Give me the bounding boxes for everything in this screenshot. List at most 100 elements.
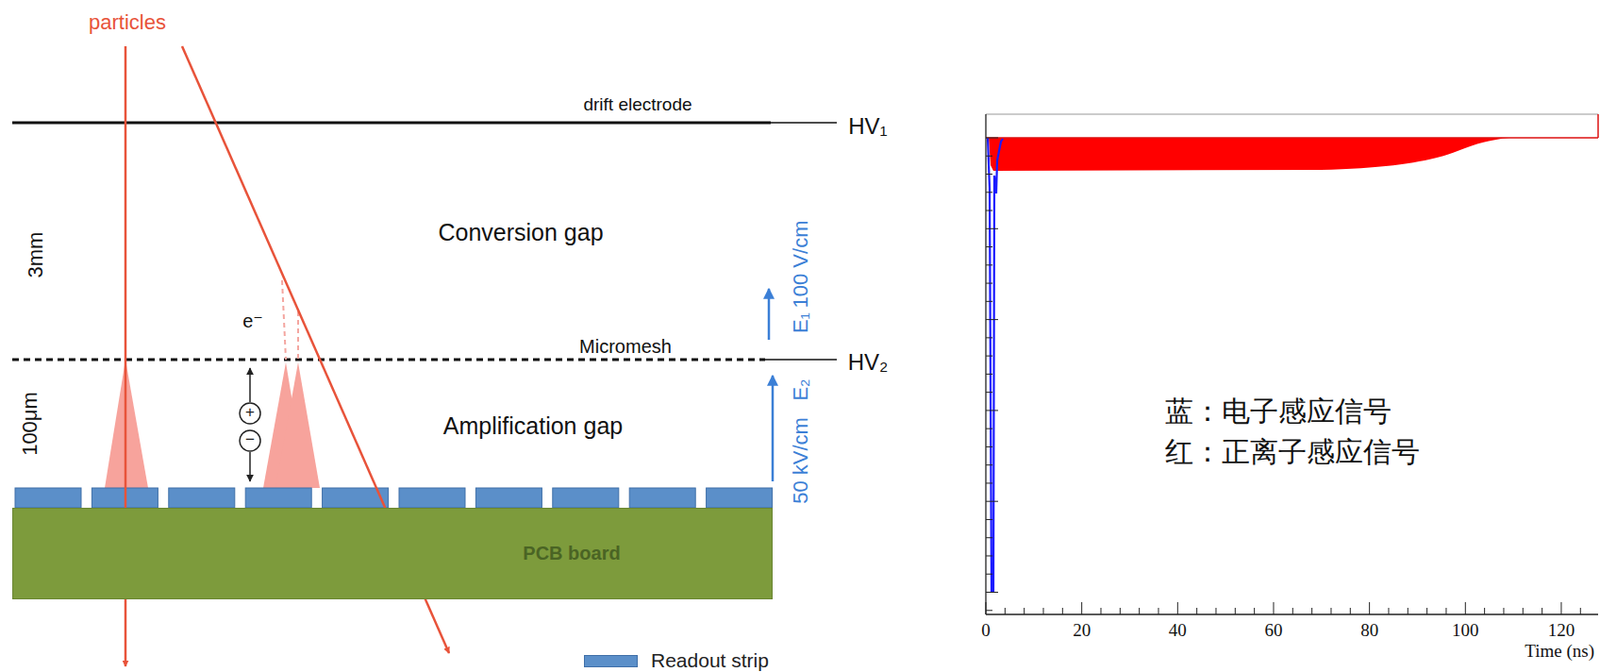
y-tick [985,300,993,302]
plot-frame [985,114,1599,116]
x-tick [985,601,987,615]
y-tick [985,173,993,175]
x-tick [1426,607,1428,615]
electron-signal [987,137,1003,592]
y-tick [985,336,993,338]
y-tick [985,409,999,411]
x-tick [1023,607,1025,615]
y-tick [985,264,993,266]
y-tick [985,355,993,357]
mesh-label: Micromesh [579,335,672,357]
dimension-label: 100μm [18,391,42,456]
x-axis [985,613,1599,615]
x-tick [1560,601,1562,615]
field-value: 50 kV/cm [789,416,813,504]
electron-label: e⁻ [242,310,264,332]
x-tick [1445,607,1447,615]
x-tick [1541,607,1543,615]
region-label: Conversion gap [437,219,603,247]
hv-wire [770,121,837,123]
y-tick [985,500,999,502]
readout-strip [15,487,82,508]
x-tick [1368,601,1370,615]
tick-label: 100 [1451,620,1480,641]
readout-strip [168,487,235,508]
y-tick [985,554,993,556]
electrode-label: drift electrode [583,95,692,116]
x-tick [1196,607,1198,615]
x-tick [1407,607,1409,615]
x-tick [1387,607,1389,615]
readout-strip [475,487,542,508]
legend-entry: Readout strip [583,649,769,672]
pcb-board: PCB board [12,507,773,600]
y-tick [985,428,993,430]
y-tick [985,318,999,320]
x-tick [1138,607,1140,615]
ion-symbol [239,402,261,424]
avalanche [275,362,320,488]
voltage-label: HV₁ [848,114,887,139]
x-tick [1042,607,1044,615]
field-value: 100 V/cm [789,220,813,309]
x-tick [1157,607,1159,615]
readout-strip [552,487,619,508]
tick-label: 0 [981,620,991,641]
y-axis [984,114,986,615]
y-tick [985,210,993,212]
electron-symbol [239,430,261,451]
baseline [985,136,1599,139]
electron-sign: − [245,431,255,450]
axis-title: Time (ns) [1524,641,1595,662]
tick-label: 20 [1072,620,1091,641]
y-tick [985,137,999,139]
x-tick [1311,607,1313,615]
readout-strip [629,487,696,508]
readout-strips [15,487,773,508]
x-tick [1522,607,1524,615]
x-tick [1100,607,1101,615]
tick-label: 40 [1168,620,1187,641]
y-tick [985,609,993,611]
x-tick [1350,607,1351,615]
x-tick [1272,601,1274,615]
region-label: Amplification gap [443,413,623,440]
readout-strip [399,487,466,508]
x-tick [1253,607,1255,615]
x-tick [1234,607,1236,615]
y-tick [985,155,993,157]
y-tick [985,591,999,593]
y-tick [985,536,993,538]
x-tick [1177,601,1179,615]
legend-text: Readout strip [650,649,769,672]
y-tick [985,482,993,484]
legend-swatch [583,654,638,667]
y-tick [985,228,999,230]
y-tick [985,283,993,284]
electron-drift [282,280,286,360]
ion-sign: + [245,403,255,422]
tick-label: 80 [1360,620,1379,641]
x-tick [1502,607,1504,615]
x-tick [1483,607,1485,615]
y-tick [985,518,993,520]
plot-frame [1597,114,1600,138]
drift-arrow [249,367,251,402]
x-tick [1062,607,1064,615]
legend-note: 红：正离子感应信号 [1165,435,1420,467]
x-tick [1004,607,1006,615]
voltage-label: HV₂ [848,350,889,375]
y-tick [985,464,993,466]
dimension-label: 3mm [24,232,48,279]
field-arrow [771,375,775,482]
readout-strip [706,487,773,508]
ion-signal [988,137,1510,171]
field-label: E₁ [789,312,813,334]
y-tick [985,573,993,575]
x-tick [1330,607,1332,615]
hv-wire [765,358,837,360]
x-tick [1081,601,1083,615]
readout-strip [245,487,312,508]
x-tick [1580,607,1582,615]
electron-drift [297,311,300,360]
